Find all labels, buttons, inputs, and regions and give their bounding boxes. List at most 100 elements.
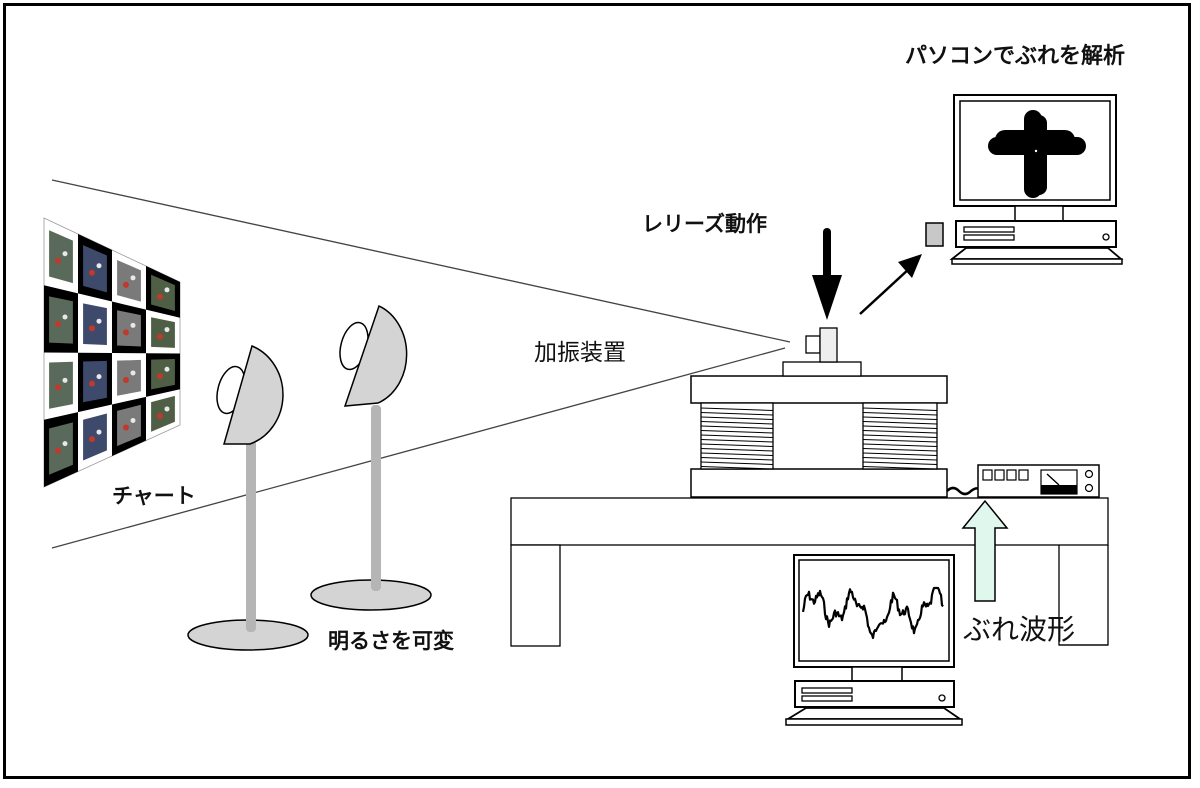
lamp-reflector [223,344,284,445]
chart-photo-detail [164,406,170,412]
spring-coil [862,407,938,411]
spring-coil [700,452,774,456]
signal-controller [946,464,1100,498]
spring-coil [862,452,938,456]
chart-photo-detail [89,436,95,443]
chart-photo-detail [55,384,61,391]
blur-cross-image [988,110,1086,198]
cable [946,486,980,496]
camera-lens [805,335,821,354]
chart-photo-tile [49,296,73,344]
chart-photo-detail [62,314,68,320]
spring-coil [700,416,774,420]
lamp-rear [310,304,432,611]
waveform-signal-arrow [961,499,1009,602]
spring-coil [700,430,774,434]
chart-photo-detail [55,257,61,264]
spring-coil [700,461,774,465]
data-transfer-arrow [859,254,922,315]
table-leg [510,544,561,647]
camera [805,327,838,363]
chart-photo-tile [49,230,73,284]
chart-photo-detail [96,318,102,324]
spring-coil [862,421,938,425]
chart-photo-detail [164,366,170,372]
chart-photo-tile [117,310,141,347]
chart-photo-detail [157,293,163,300]
controller-knob [1084,483,1094,493]
fov-line-top [51,179,791,343]
chart-photo-detail [130,322,136,328]
label-shaker: 加振装置 [534,340,626,366]
chart-photo-tile [49,422,73,475]
pc-waveform [784,554,963,726]
spring-coil [862,416,938,420]
spring-coil [700,457,774,461]
shaker-platform [690,361,948,498]
chart-photo-tile [117,404,141,447]
chart-photo-tile [83,413,107,461]
monitor-screen [798,559,950,662]
keyboard [949,247,1124,260]
spring-coil [700,407,774,411]
controller-button [982,469,993,481]
spring-coil [700,448,774,452]
chart-photo-tile [83,360,107,403]
chart-photo-detail [62,251,68,257]
chart-photo-tile [151,359,175,390]
chart-photo-detail [89,325,95,332]
lamp-reflector [343,304,408,407]
table [510,497,1109,647]
release-arrow [812,228,842,320]
spring-coil [700,412,774,416]
spring-coil [862,412,938,416]
chart-photo-tile [151,274,175,311]
spring-coil [862,461,938,465]
chart-photo-detail [96,429,102,435]
controller-knob [1084,469,1094,479]
chart-photo-detail [130,370,136,376]
lamp-pole [371,405,381,591]
memory-card [925,222,944,247]
shake-waveform-trace [801,586,944,640]
chart-photo-detail [89,380,95,387]
spring-coil [700,466,774,470]
chart-photo-detail [164,327,170,333]
chart-photo-tile [151,395,175,432]
chart-photo-detail [89,269,95,276]
chart-photo-detail [157,333,163,340]
chart-photo-detail [130,275,136,281]
lamp-front [187,344,309,651]
controller-button [1018,469,1029,481]
chart-photo-tile [151,317,175,348]
chart-photo-tile [117,259,141,302]
chart-photo-detail [62,441,68,447]
label-pc-analysis: パソコンでぶれを解析 [905,44,1126,69]
label-variable-brightness: 明るさを可変 [328,629,454,653]
spring-coil [700,434,774,438]
chart-photo-tile [117,359,141,396]
pc-case [955,220,1117,248]
keyboard [784,707,963,720]
spring-coil [862,430,938,434]
chart-photo-tile [49,361,73,409]
chart-photo-tile [83,245,107,293]
chart-photo-detail [62,377,68,383]
spring-coil [700,443,774,447]
controller-button [1006,469,1017,481]
chart-photo-tile [83,303,107,346]
chart-photo-detail [123,329,129,336]
chart-photo-detail [55,321,61,328]
chart-photo-detail [123,376,129,383]
test-chart [43,217,181,488]
label-chart: チャート [112,484,196,508]
spring-coil [862,425,938,429]
spring-coil [700,425,774,429]
chart-photo-detail [157,373,163,380]
chart-photo-detail [123,281,129,288]
controller-button [994,469,1005,481]
label-release-action: レリーズ動作 [642,212,767,236]
spring-coil [862,443,938,447]
pc-case [794,680,955,708]
